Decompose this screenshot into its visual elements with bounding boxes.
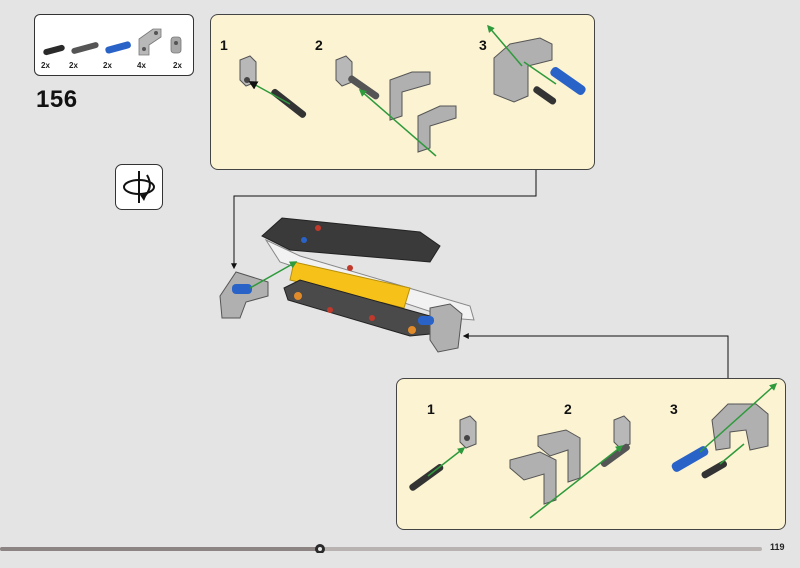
black-axle-pin-icon xyxy=(43,44,65,56)
top-step2-parts xyxy=(335,55,457,157)
sub-step-number: 1 xyxy=(427,401,435,417)
progress-bar xyxy=(0,544,762,553)
dark-axle-icon xyxy=(71,42,99,54)
qty-label: 4x xyxy=(137,61,146,70)
parts-illustration xyxy=(43,28,182,56)
bottom-step2-parts xyxy=(509,415,631,519)
sub-step-number: 2 xyxy=(315,37,323,53)
blue-axle-pin-icon xyxy=(105,41,131,54)
qty-label: 2x xyxy=(173,61,182,70)
qty-label: 2x xyxy=(41,61,50,70)
sub-step-number: 3 xyxy=(670,401,678,417)
bottom-step3-parts xyxy=(671,382,778,479)
sub-step-number: 2 xyxy=(564,401,572,417)
bottom-step1-parts xyxy=(409,415,477,491)
sub-step-number: 1 xyxy=(220,37,228,53)
top-step3-parts xyxy=(487,24,586,105)
qty-label: 2x xyxy=(69,61,78,70)
parts-list: 2x 2x 2x 4x 2x xyxy=(34,14,194,76)
top-step1-parts xyxy=(239,55,307,118)
qty-label: 2x xyxy=(103,61,112,70)
angled-beam-icon xyxy=(138,28,162,56)
step-number: 156 xyxy=(36,86,78,113)
progress-gear-icon xyxy=(315,544,325,553)
gray-connector-icon xyxy=(170,36,182,54)
sub-step-number: 3 xyxy=(479,37,487,53)
page-number: 119 xyxy=(770,542,785,552)
rotate-model-icon xyxy=(115,164,163,210)
main-assembly xyxy=(219,217,475,353)
